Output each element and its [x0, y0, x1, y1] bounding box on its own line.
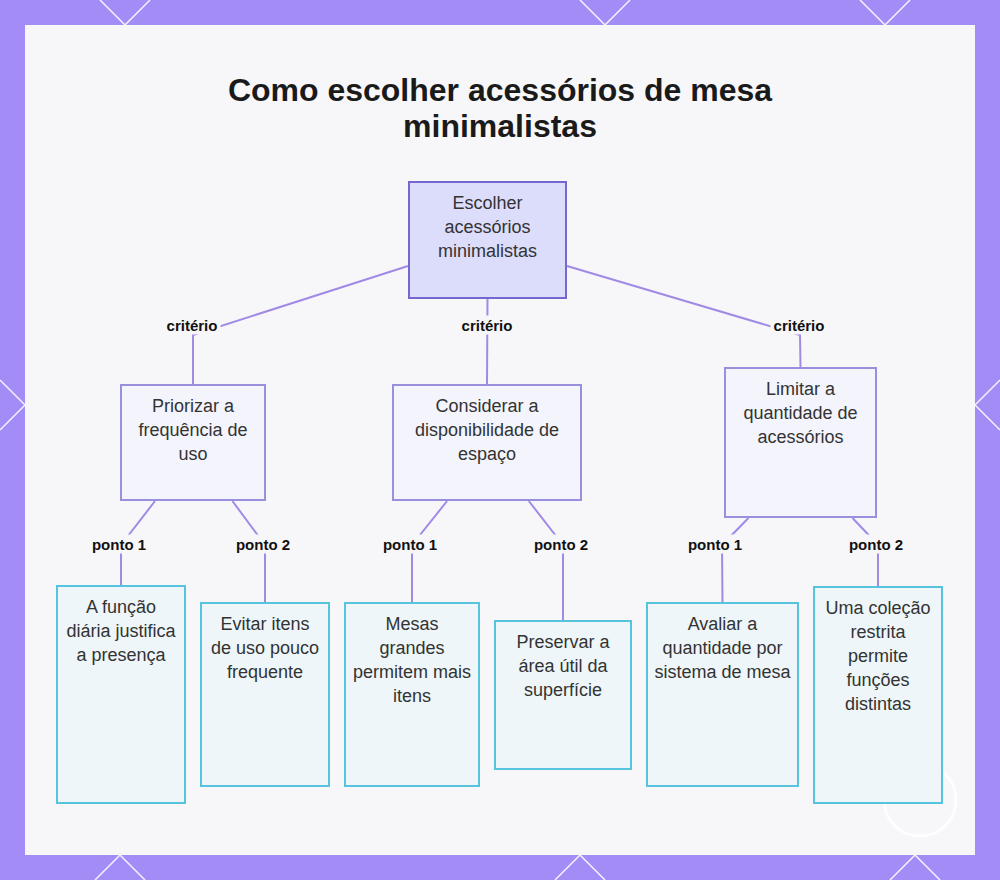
connector-line: [486, 299, 489, 384]
connector-line: [529, 501, 563, 620]
criterion-box: Limitar a quantidade de acessórios: [724, 367, 877, 518]
point-box: Mesas grandes permitem mais itens: [344, 602, 480, 787]
node-text: Evitar itens de uso pouco frequente: [208, 612, 322, 684]
criterion-box: Considerar a disponibilidade de espaço: [392, 384, 582, 501]
diagram-title: Como escolher acessórios de mesa minimal…: [200, 72, 800, 144]
node-text: Considerar a disponibilidade de espaço: [400, 394, 574, 466]
edge-label: critério: [459, 316, 516, 335]
edge-label: ponto 1: [685, 535, 745, 554]
node-text: Limitar a quantidade de acessórios: [732, 377, 869, 449]
node-text: Avaliar a quantidade por sistema de mesa: [654, 612, 791, 684]
node-text: A função diária justifica a presença: [64, 595, 178, 667]
edge-label: ponto 2: [846, 535, 906, 554]
connector-line: [722, 518, 748, 602]
edge-label: ponto 2: [531, 535, 591, 554]
connector-line: [193, 266, 408, 384]
node-text: Mesas grandes permitem mais itens: [352, 612, 472, 708]
point-box: Preservar a área útil da superfície: [494, 620, 632, 770]
point-box: Avaliar a quantidade por sistema de mesa: [646, 602, 799, 787]
point-box: Uma coleção restrita permite funções dis…: [813, 586, 943, 804]
edge-label: ponto 2: [233, 535, 293, 554]
node-text: Preservar a área útil da superfície: [502, 630, 624, 702]
edge-label: critério: [771, 316, 828, 335]
node-text: Escolher acessórios minimalistas: [416, 191, 559, 263]
point-box: A função diária justifica a presença: [56, 585, 186, 804]
edge-label: ponto 1: [89, 535, 149, 554]
edge-label: ponto 1: [380, 535, 440, 554]
criterion-box: Priorizar a frequência de uso: [120, 384, 266, 501]
point-box: Evitar itens de uso pouco frequente: [200, 602, 330, 787]
node-text: Uma coleção restrita permite funções dis…: [821, 596, 935, 716]
edge-label: critério: [164, 316, 221, 335]
node-text: Priorizar a frequência de uso: [128, 394, 258, 466]
connector-line: [567, 266, 801, 367]
root-box: Escolher acessórios minimalistas: [408, 181, 567, 299]
